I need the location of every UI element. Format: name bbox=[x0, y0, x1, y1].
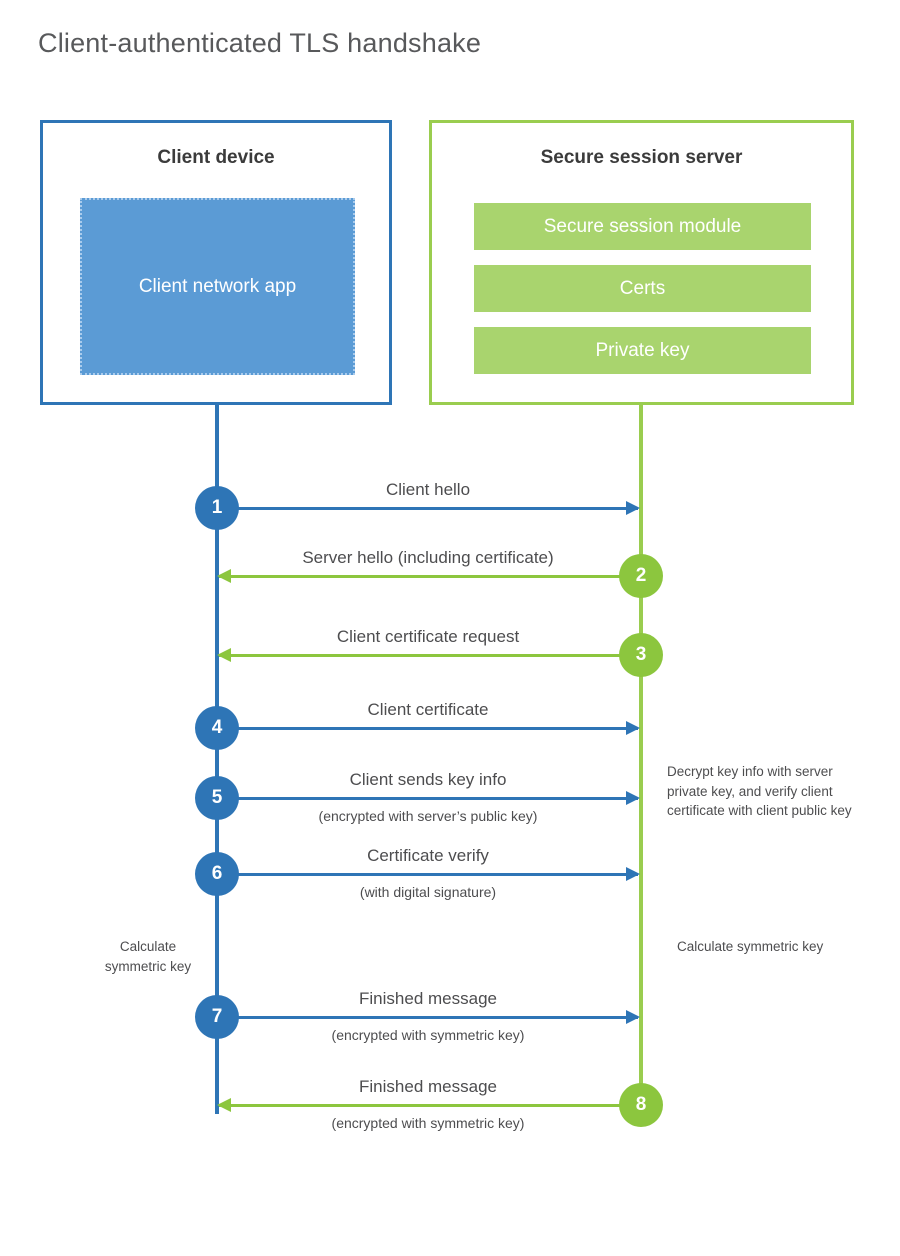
server-module-certs: Certs bbox=[474, 265, 811, 312]
message-arrow-line-1 bbox=[217, 507, 638, 510]
message-sublabel-7: (encrypted with symmetric key) bbox=[331, 1027, 525, 1043]
step-circle-2[interactable]: 2 bbox=[619, 554, 663, 598]
message-arrow-head-1 bbox=[626, 501, 640, 515]
note-calculate-symmetric-key-server: Calculate symmetric key bbox=[677, 939, 824, 954]
step-circle-1[interactable]: 1 bbox=[195, 486, 239, 530]
note-calculate-symmetric-key-client: Calculate symmetric key bbox=[104, 939, 192, 974]
message-label-5: Client sends key info bbox=[349, 770, 507, 789]
message-label-1: Client hello bbox=[385, 480, 471, 499]
message-sublabel-6: (with digital signature) bbox=[359, 884, 497, 900]
message-label-4: Client certificate bbox=[367, 700, 489, 719]
step-circle-8[interactable]: 8 bbox=[619, 1083, 663, 1127]
message-arrow-head-5 bbox=[626, 791, 640, 805]
message-arrow-head-4 bbox=[626, 721, 640, 735]
message-label-8: Finished message bbox=[359, 1077, 497, 1096]
message-arrow-line-6 bbox=[217, 873, 638, 876]
message-arrow-line-5 bbox=[217, 797, 638, 800]
message-arrow-head-3 bbox=[217, 648, 231, 662]
client-device-title: Client device bbox=[157, 147, 275, 168]
client-device-box: Client device Client network app bbox=[40, 120, 392, 405]
step-circle-7[interactable]: 7 bbox=[195, 995, 239, 1039]
client-lifeline bbox=[215, 402, 219, 1114]
message-label-7: Finished message bbox=[359, 989, 497, 1008]
step-circle-6[interactable]: 6 bbox=[195, 852, 239, 896]
message-arrow-line-2 bbox=[219, 575, 640, 578]
message-label-6: Certificate verify bbox=[367, 846, 489, 865]
note-decrypt-key-info: Decrypt key info with server private key… bbox=[667, 764, 852, 819]
page-title: Client-authenticated TLS handshake bbox=[38, 28, 482, 58]
message-arrow-line-8 bbox=[219, 1104, 640, 1107]
client-network-app-box: Client network app bbox=[80, 198, 355, 375]
message-arrow-line-3 bbox=[219, 654, 640, 657]
message-sublabel-5: (encrypted with server’s public key) bbox=[318, 808, 538, 824]
secure-session-server-title: Secure session server bbox=[540, 147, 743, 168]
server-lifeline bbox=[639, 402, 643, 1106]
message-arrow-head-6 bbox=[626, 867, 640, 881]
message-label-3: Client certificate request bbox=[336, 627, 520, 646]
message-arrow-line-7 bbox=[217, 1016, 638, 1019]
step-circle-5[interactable]: 5 bbox=[195, 776, 239, 820]
secure-session-server-box: Secure session server Secure session mod… bbox=[429, 120, 854, 405]
server-module-secure-session-module: Secure session module bbox=[474, 203, 811, 250]
server-module-private-key: Private key bbox=[474, 327, 811, 374]
step-circle-4[interactable]: 4 bbox=[195, 706, 239, 750]
message-label-2: Server hello (including certificate) bbox=[302, 548, 554, 567]
message-arrow-head-2 bbox=[217, 569, 231, 583]
message-arrow-line-4 bbox=[217, 727, 638, 730]
message-arrow-head-7 bbox=[626, 1010, 640, 1024]
message-sublabel-8: (encrypted with symmetric key) bbox=[331, 1115, 525, 1131]
message-arrow-head-8 bbox=[217, 1098, 231, 1112]
step-circle-3[interactable]: 3 bbox=[619, 633, 663, 677]
